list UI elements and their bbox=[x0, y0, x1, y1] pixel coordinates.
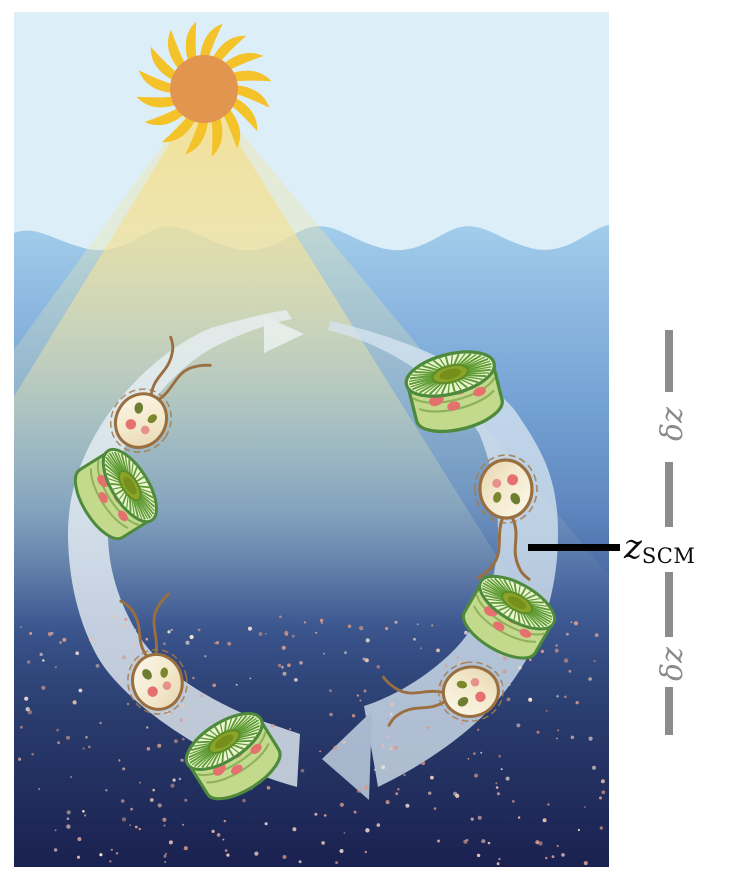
cycle-arrow-head-top bbox=[264, 316, 304, 353]
sun-icon bbox=[136, 21, 272, 157]
cycle-arrow-sinking bbox=[328, 321, 558, 787]
depth-bar-segment bbox=[665, 572, 673, 637]
delta-z-upper-label: δz bbox=[648, 400, 696, 448]
depth-bar-segment bbox=[665, 687, 673, 735]
delta-z-text: δz bbox=[654, 647, 690, 681]
ocean-scene bbox=[14, 12, 609, 867]
ocean-panel bbox=[14, 12, 609, 867]
scm-label: zSCM bbox=[624, 527, 696, 568]
depth-bar-segment bbox=[665, 462, 673, 527]
delta-z-text: δz bbox=[654, 407, 690, 441]
marine-snow-speckles bbox=[18, 614, 606, 866]
depth-bar-segment bbox=[665, 330, 673, 392]
scm-label-z: z bbox=[624, 527, 642, 567]
scm-depth-line bbox=[528, 544, 620, 551]
cycle-arrow-head-bottom bbox=[322, 711, 372, 800]
delta-z-lower-label: δz bbox=[648, 640, 696, 688]
scm-label-subscript: SCM bbox=[641, 544, 696, 568]
